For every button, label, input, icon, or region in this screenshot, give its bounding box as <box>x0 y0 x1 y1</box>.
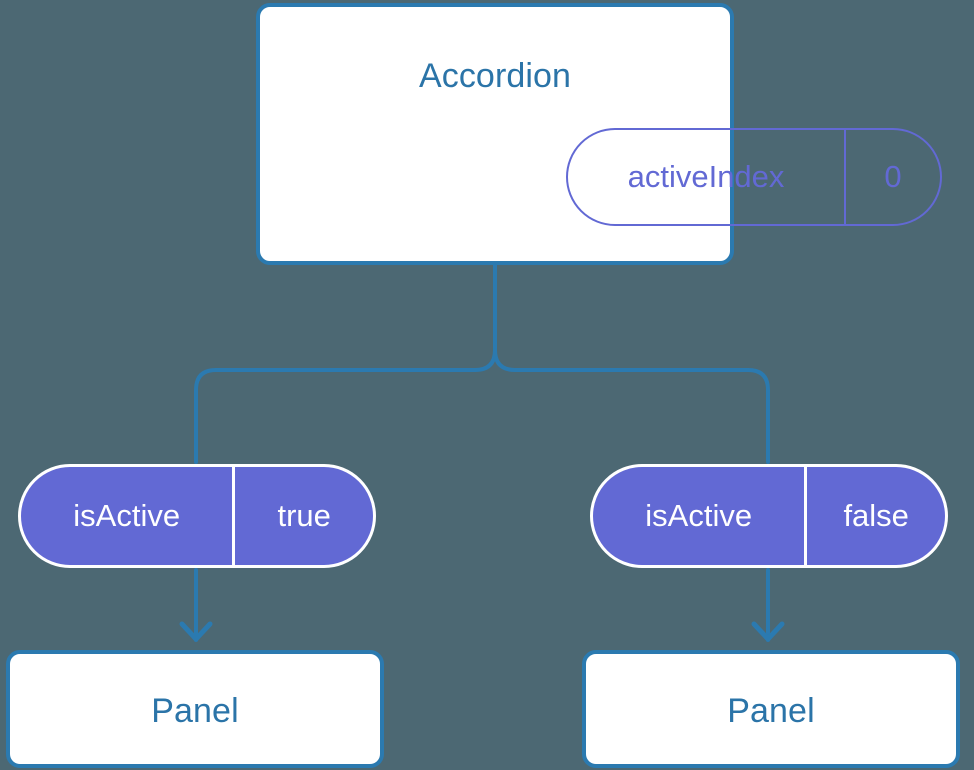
panel-card-title: Panel <box>151 692 239 730</box>
prop-pill-key: isActive <box>73 498 181 533</box>
state-pill-key: activeIndex <box>627 159 785 194</box>
state-pill-value: 0 <box>844 130 940 224</box>
prop-pill-value: true <box>232 467 373 565</box>
panel-card-title: Panel <box>727 692 815 730</box>
connector-branch-right <box>493 348 770 464</box>
connector-branch-left <box>194 348 497 464</box>
prop-pill-is-active-true[interactable]: isActive true <box>18 464 376 568</box>
panel-component-card-left[interactable]: Panel <box>6 650 384 768</box>
arrowhead-right-icon <box>751 621 785 642</box>
panel-component-card-right[interactable]: Panel <box>582 650 960 768</box>
prop-pill-is-active-false[interactable]: isActive false <box>590 464 948 568</box>
arrowhead-left-icon <box>179 621 213 642</box>
prop-pill-value: false <box>804 467 945 565</box>
state-pill-active-index[interactable]: activeIndex 0 <box>566 128 942 226</box>
accordion-card-title: Accordion <box>418 57 572 95</box>
accordion-component-card[interactable]: Accordion activeIndex 0 <box>256 3 942 265</box>
prop-pill-key: isActive <box>645 498 753 533</box>
